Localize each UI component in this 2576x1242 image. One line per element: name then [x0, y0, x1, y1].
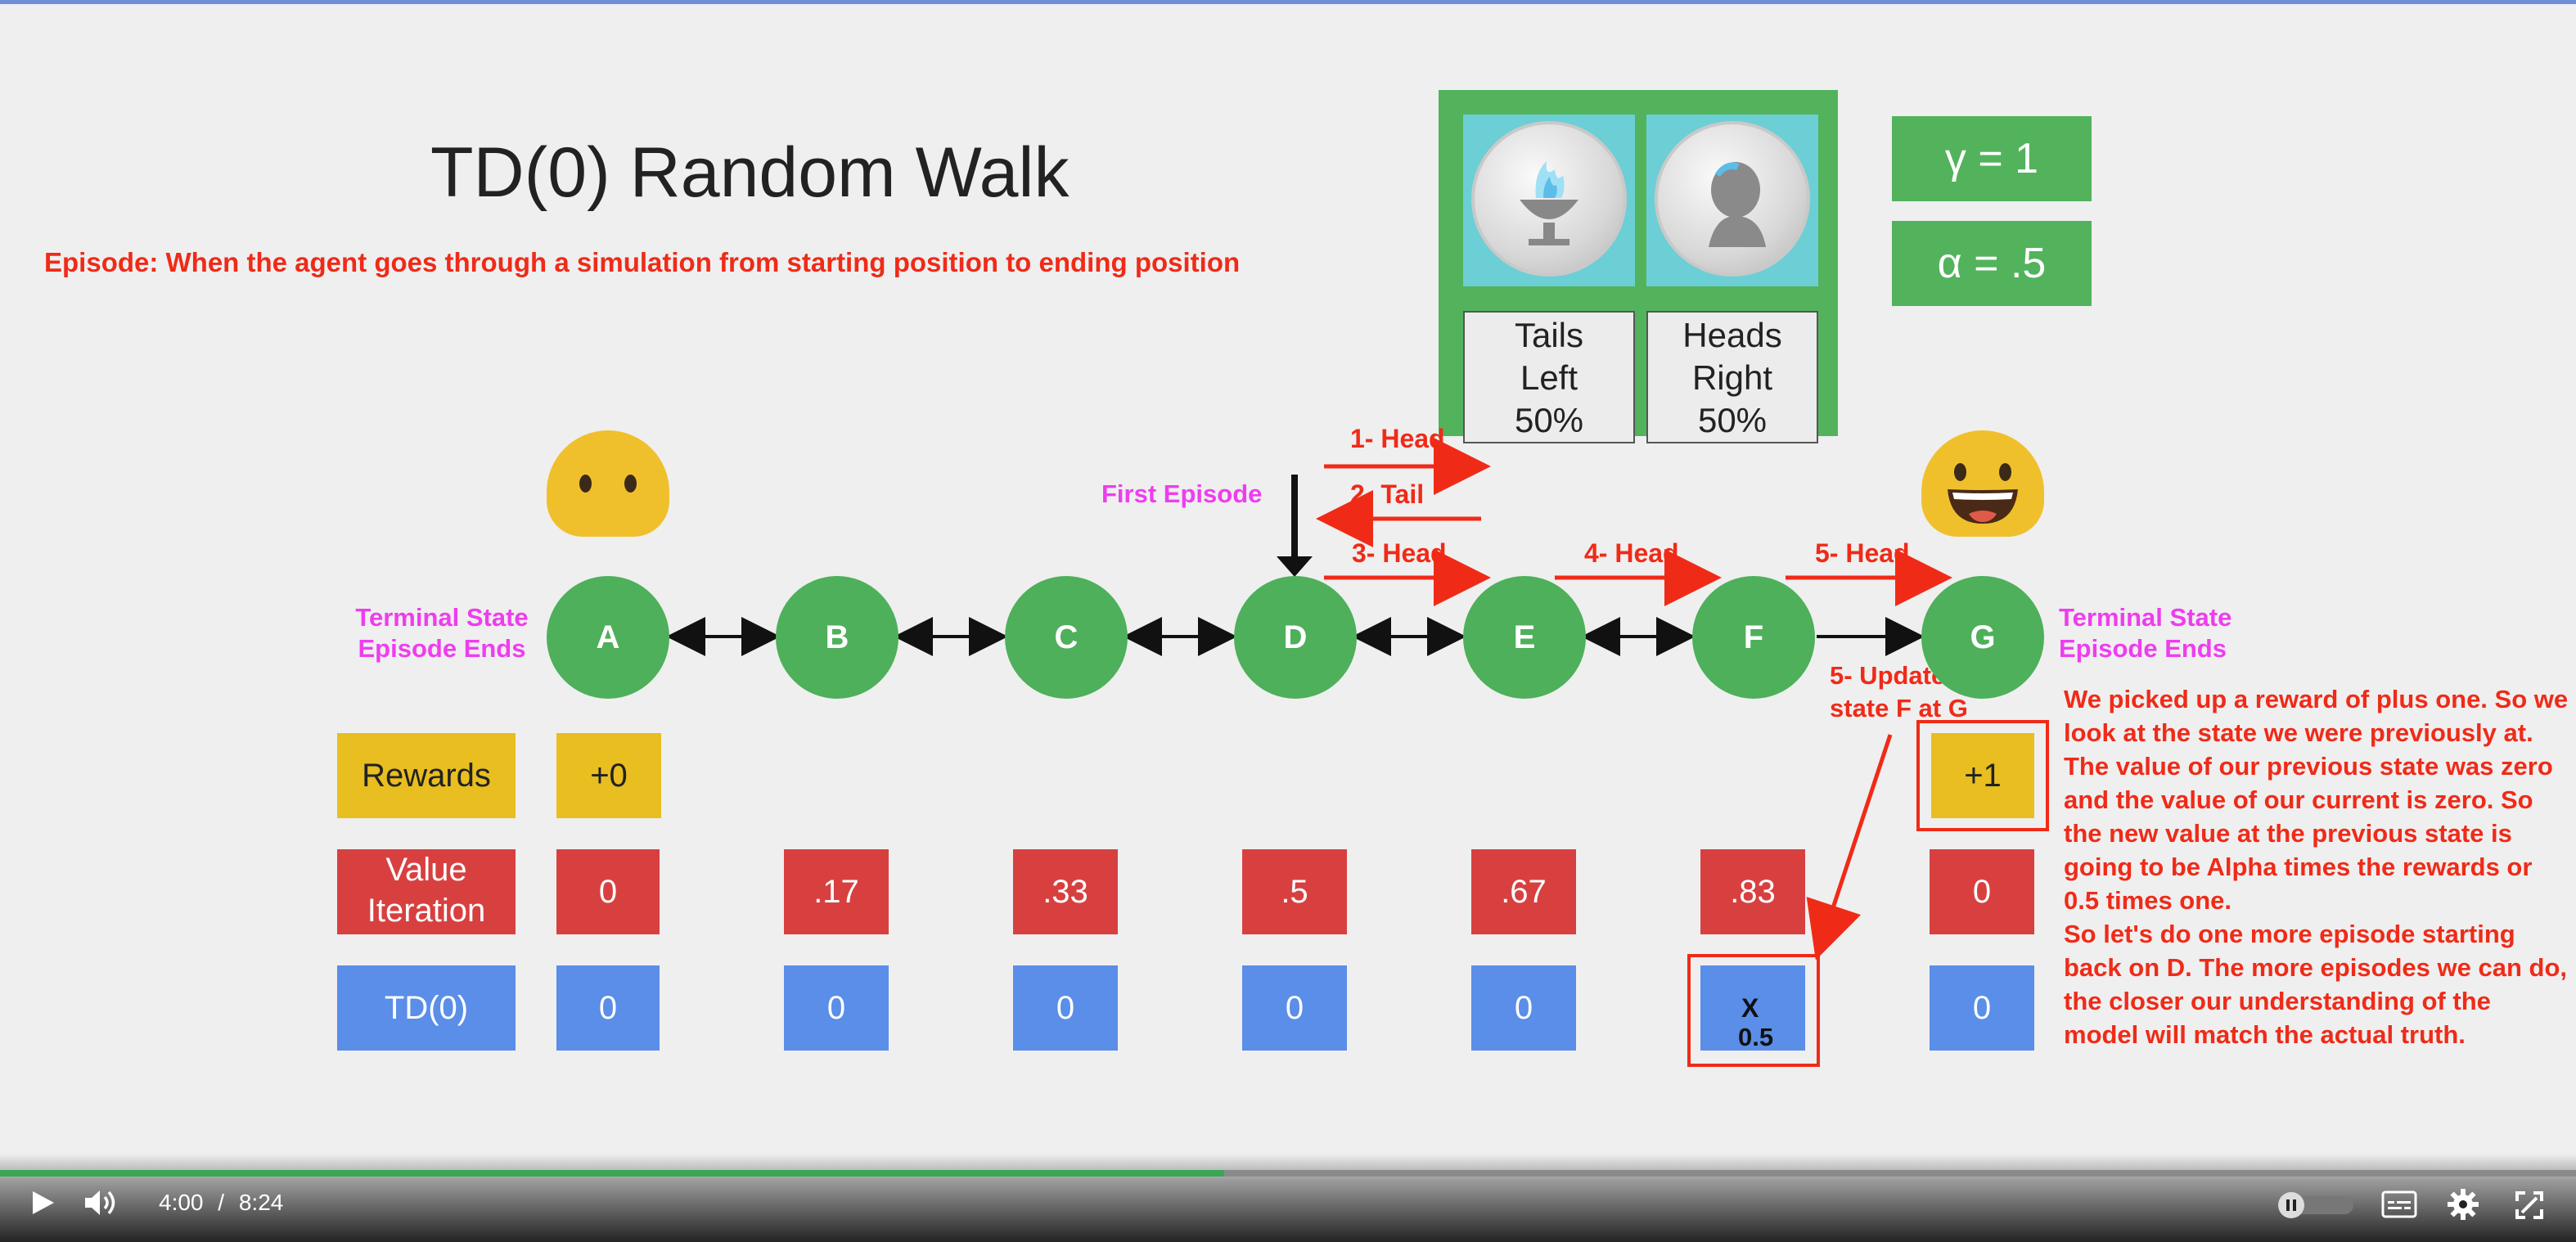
value-iteration-row-label: Value Iteration [337, 849, 516, 934]
state-node-g: G [1921, 576, 2044, 699]
state-node-e: E [1463, 576, 1586, 699]
tails-label-line3: 50% [1514, 401, 1584, 439]
buffered-bar[interactable] [0, 1170, 2576, 1177]
volume-button[interactable] [83, 1188, 119, 1222]
heads-label: Heads Right 50% [1646, 311, 1818, 443]
tails-coin-icon [1471, 121, 1627, 277]
td0-f-old-crossed: X [1741, 993, 1759, 1023]
value-c: .33 [1013, 849, 1118, 934]
tails-label-line1: Tails [1514, 316, 1584, 354]
slide-title: TD(0) Random Walk [430, 133, 1070, 212]
value-f: .83 [1700, 849, 1805, 934]
duration: 8:24 [238, 1190, 284, 1215]
heads-label-line3: 50% [1697, 401, 1768, 439]
gear-icon [2448, 1189, 2479, 1220]
tails-label: Tails Left 50% [1463, 311, 1635, 443]
tails-label-line2: Left [1520, 358, 1578, 397]
player-controls: 4:00 / 8:24 [0, 1154, 2576, 1242]
gamma-param: γ = 1 [1892, 116, 2092, 201]
play-button[interactable] [28, 1188, 57, 1222]
fullscreen-icon [2515, 1191, 2543, 1219]
terminal-left-note: Terminal State Episode Ends [355, 603, 529, 663]
reward-a: +0 [556, 733, 661, 818]
alpha-param: α = .5 [1892, 221, 2092, 306]
td0-c: 0 [1013, 965, 1118, 1051]
captions-icon [2381, 1190, 2417, 1218]
explanation-text: We picked up a reward of plus one. So we… [2064, 685, 2569, 1049]
value-g: 0 [1930, 849, 2034, 934]
value-d: .5 [1242, 849, 1347, 934]
neutral-face-icon [547, 430, 669, 537]
state-node-c: C [1005, 576, 1128, 699]
step-3-label: 3- Head [1352, 538, 1447, 568]
step-5-label: 5- Head [1815, 538, 1910, 568]
volume-icon [85, 1190, 115, 1215]
walk-arrows [666, 438, 1952, 961]
td0-f-highlight [1687, 954, 1820, 1067]
top-border [0, 0, 2576, 4]
happy-face-icon [1921, 430, 2044, 537]
td0-row-label: TD(0) [337, 965, 516, 1051]
autoplay-toggle[interactable] [2278, 1192, 2353, 1218]
episode-definition: Episode: When the agent goes through a s… [44, 247, 1241, 277]
time-separator: / [218, 1190, 225, 1215]
reward-g: +1 [1931, 733, 2034, 818]
progress-fill [0, 1170, 1225, 1177]
state-node-a: A [547, 576, 669, 699]
captions-button[interactable] [2381, 1190, 2417, 1223]
td0-f: X 0.5 [1700, 965, 1805, 1051]
update-note: 5- Update state F at G [1830, 661, 1968, 722]
step-1-label: 1- Head [1350, 424, 1445, 453]
current-time: 4:00 [159, 1190, 204, 1215]
td0-g: 0 [1930, 965, 2034, 1051]
tails-coin-cell: Tails Left 50% [1463, 115, 1635, 443]
step-2-label: 2- Tail [1350, 479, 1425, 509]
td0-a: 0 [556, 965, 660, 1051]
time-display: 4:00 / 8:24 [159, 1190, 283, 1216]
pause-toggle-knob-icon [2278, 1192, 2304, 1218]
heads-label-line1: Heads [1682, 316, 1782, 354]
state-node-d: D [1234, 576, 1357, 699]
play-icon [33, 1191, 54, 1214]
step-4-label: 4- Head [1584, 538, 1679, 568]
heads-coin-cell: Heads Right 50% [1646, 115, 1818, 443]
value-b: .17 [784, 849, 889, 934]
td0-e: 0 [1471, 965, 1576, 1051]
settings-button[interactable] [2447, 1188, 2479, 1225]
terminal-right-note: Terminal State Episode Ends [2059, 603, 2232, 663]
rewards-row-label: Rewards [337, 733, 516, 818]
heads-label-line2: Right [1691, 358, 1773, 397]
state-node-f: F [1692, 576, 1815, 699]
fullscreen-button[interactable] [2514, 1190, 2545, 1225]
value-e: .67 [1471, 849, 1576, 934]
td0-b: 0 [784, 965, 889, 1051]
td0-d: 0 [1242, 965, 1347, 1051]
reward-g-highlight [1916, 720, 2049, 831]
value-a: 0 [556, 849, 660, 934]
td0-f-new-value: 0.5 [1738, 1023, 1774, 1051]
coin-panel: Tails Left 50% Heads Right 50% [1439, 90, 1838, 443]
first-episode-label: First Episode [1101, 479, 1263, 508]
heads-coin-icon [1655, 121, 1810, 277]
state-node-b: B [776, 576, 898, 699]
